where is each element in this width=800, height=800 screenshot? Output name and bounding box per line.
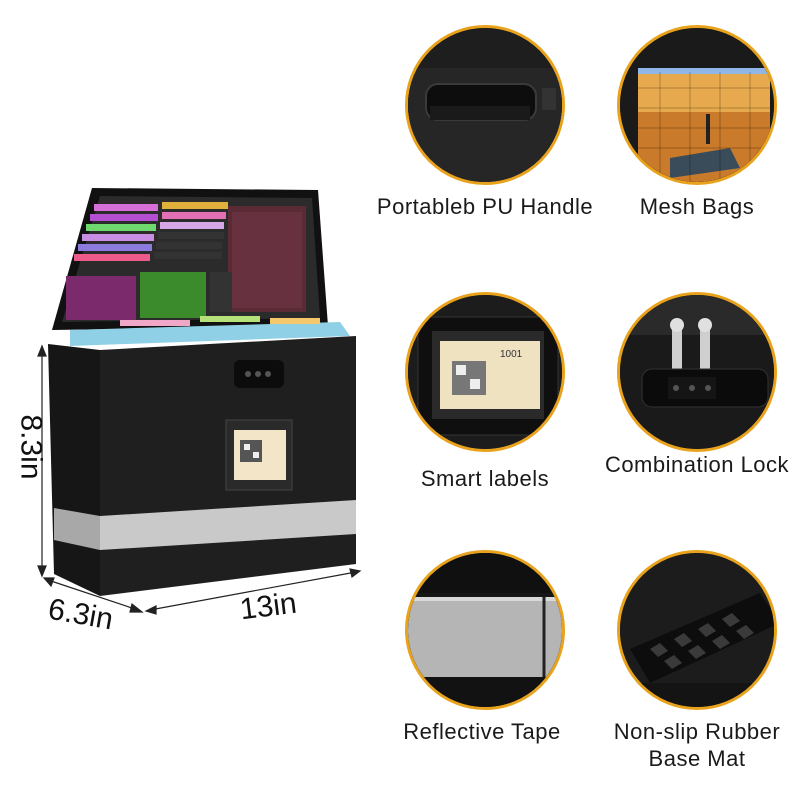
width-dimension-line xyxy=(144,568,362,615)
height-label: 8.3in xyxy=(14,414,48,480)
handle-closeup-icon xyxy=(405,25,565,185)
feature-rubber-base xyxy=(617,550,777,710)
file-box-illustration xyxy=(37,188,362,615)
feature-smart-labels: 1001 xyxy=(405,292,565,452)
mesh-pocket-right xyxy=(210,272,232,312)
card-slots xyxy=(74,202,228,261)
width-label: 13in xyxy=(238,586,299,627)
feature-label-mesh-bags: Mesh Bags xyxy=(639,194,755,219)
product-image: 8.3in 6.3in 13in xyxy=(0,0,380,660)
height-dimension-line xyxy=(37,344,47,578)
smart-label-closeup-icon: 1001 xyxy=(405,292,565,452)
combination-lock-closeup-icon xyxy=(617,292,777,452)
feature-label-rubber-base: Non-slip Rubber Base Mat xyxy=(613,719,781,771)
mesh-pocket-mid xyxy=(140,272,206,318)
open-lid xyxy=(52,188,328,330)
mesh-bag-closeup-icon xyxy=(617,25,777,185)
feature-handle xyxy=(405,25,565,185)
feature-label-handle: Portableb PU Handle xyxy=(376,194,594,219)
reflective-strip xyxy=(54,508,100,550)
feature-label-reflective-tape: Reflective Tape xyxy=(403,719,561,744)
rubber-base-closeup-icon xyxy=(617,550,777,710)
mesh-pocket-left xyxy=(66,276,136,320)
feature-label-combination-lock: Combination Lock xyxy=(604,452,790,477)
depth-dimension-line xyxy=(42,577,144,613)
feature-label-smart-labels: Smart labels xyxy=(420,466,550,491)
box-body xyxy=(48,336,356,596)
reflective-tape-closeup-icon xyxy=(405,550,565,710)
label-number: 1001 xyxy=(500,349,523,360)
hanging-folders xyxy=(70,316,350,346)
feature-combination-lock xyxy=(617,292,777,452)
feature-reflective-tape xyxy=(405,550,565,710)
feature-mesh-bags xyxy=(617,25,777,185)
